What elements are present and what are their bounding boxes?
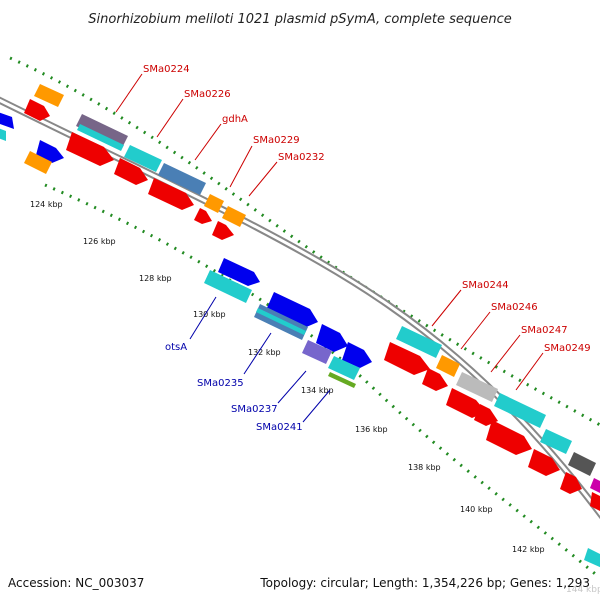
tick-label: 124 kbp: [30, 200, 63, 209]
summary-text: Topology: circular; Length: 1,354,226 bp…: [259, 576, 590, 590]
cds-feature: [486, 420, 532, 455]
cds-feature: [560, 472, 582, 494]
cds-feature: [204, 270, 252, 303]
cds-feature: [456, 372, 498, 402]
tick-labels: 124 kbp 126 kbp 128 kbp 130 kbp 132 kbp …: [30, 200, 600, 595]
tick-label: 126 kbp: [83, 237, 116, 246]
cds-feature: [114, 158, 148, 185]
cds-feature: [194, 208, 212, 224]
gene-label: otsA: [165, 342, 187, 353]
tick-label: 140 kbp: [460, 505, 493, 514]
cds-feature: [590, 478, 600, 493]
tick-label: 136 kbp: [355, 425, 388, 434]
tick-label: 132 kbp: [248, 348, 281, 357]
cds-feature: [328, 356, 360, 380]
accession-text: Accession: NC_003037: [8, 576, 144, 590]
cds-feature: [266, 292, 318, 328]
gene-label: SMa0246: [491, 302, 538, 313]
cds-features: [0, 84, 600, 568]
cds-feature: [568, 452, 596, 476]
dotted-guide-arcs: [9, 56, 600, 580]
cds-feature: [446, 388, 486, 418]
cds-feature: [590, 492, 600, 511]
cds-feature: [222, 206, 246, 227]
cds-feature: [76, 114, 128, 148]
gene-label: SMa0226: [184, 89, 231, 100]
cds-feature: [528, 449, 560, 476]
cds-feature: [422, 368, 448, 391]
cds-feature: [384, 342, 430, 375]
cds-feature: [158, 163, 206, 195]
cds-feature: [204, 194, 224, 213]
forward-gene-labels: SMa0224 SMa0226 gdhA SMa0229 SMa0232 SMa…: [115, 64, 591, 391]
cds-feature: [256, 308, 306, 335]
gene-label: SMa0229: [253, 135, 300, 146]
inner-dotted-arc: [44, 183, 600, 580]
tick-label: 134 kbp: [301, 386, 334, 395]
cds-feature: [584, 548, 600, 568]
gene-label: SMa0232: [278, 152, 325, 163]
cds-feature: [540, 429, 572, 454]
tick-label: 130 kbp: [193, 310, 226, 319]
cds-feature: [148, 178, 194, 210]
faded-tick-label: 144 kbp: [566, 585, 600, 595]
cds-feature: [124, 145, 162, 172]
cds-feature: [328, 372, 356, 388]
gene-label: SMa0235: [197, 378, 244, 389]
cds-feature: [218, 258, 260, 286]
gene-label: SMa0247: [521, 325, 568, 336]
cds-feature: [494, 393, 546, 428]
cds-feature: [316, 324, 348, 352]
gene-label: SMa0249: [544, 343, 591, 354]
cds-feature: [34, 84, 64, 107]
cds-feature: [0, 128, 6, 141]
map-title: Sinorhizobium meliloti 1021 plasmid pSym…: [88, 12, 511, 27]
cds-feature: [342, 342, 372, 368]
cds-feature: [77, 124, 124, 151]
gene-label: SMa0244: [462, 280, 509, 291]
gene-label: SMa0224: [143, 64, 190, 75]
cds-feature: [24, 99, 50, 121]
cds-feature: [66, 132, 114, 166]
cds-feature: [24, 151, 52, 174]
reverse-gene-labels: otsA SMa0235 SMa0237 SMa0241: [165, 296, 331, 433]
cds-feature: [302, 340, 332, 364]
cds-feature: [36, 140, 64, 163]
cds-feature: [212, 221, 234, 240]
cds-feature: [436, 355, 460, 377]
tick-label: 128 kbp: [139, 274, 172, 283]
cds-feature: [0, 112, 14, 129]
tick-label: 142 kbp: [512, 545, 545, 554]
gene-label: gdhA: [222, 114, 248, 125]
tick-label: 138 kbp: [408, 463, 441, 472]
cds-feature: [396, 326, 442, 358]
gene-label: SMa0237: [231, 404, 278, 415]
gene-label: SMa0241: [256, 422, 303, 433]
